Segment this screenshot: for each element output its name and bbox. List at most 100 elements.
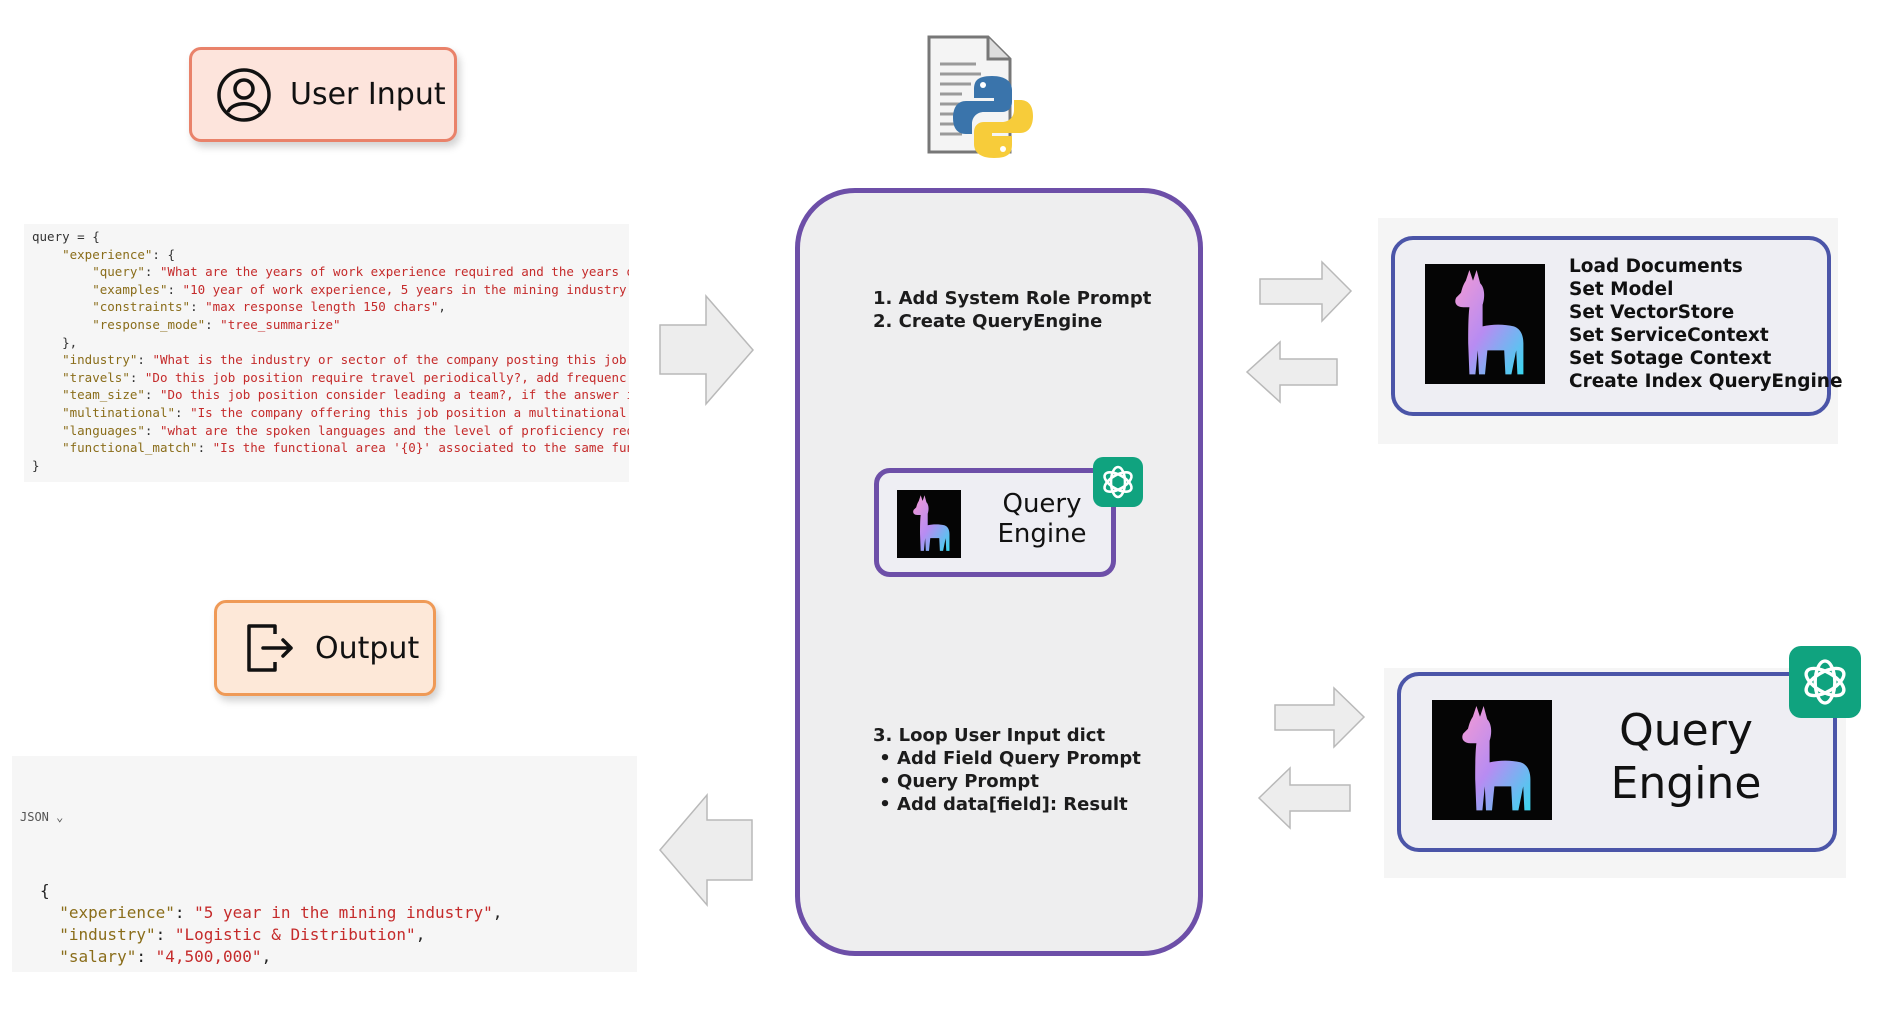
code-token: "travels": [62, 369, 130, 385]
code-token: :: [167, 281, 183, 297]
code-token: query = {: [32, 229, 100, 244]
code-token: [40, 903, 59, 922]
code-token: [32, 317, 92, 332]
code-token: "4,500,000": [155, 947, 262, 966]
code-token: ,: [271, 969, 281, 972]
code-line: {: [40, 880, 637, 902]
setup-item: Set VectorStore: [1569, 302, 1735, 323]
json-output-lines: { "experience": "5 year in the mining in…: [20, 880, 637, 972]
code-token: "Logistic & Distribution": [174, 925, 416, 944]
code-token: [32, 370, 62, 385]
code-token: "salary": [59, 947, 137, 966]
code-token: ,: [492, 903, 503, 922]
arrow-right-icon: [1274, 686, 1366, 749]
output-label: Output: [315, 630, 420, 666]
user-input-badge: User Input: [189, 47, 457, 142]
code-line: "experience": "5 year in the mining indu…: [40, 902, 637, 924]
query-engine-big-label: Query Engine: [1610, 705, 1762, 809]
llama-icon: [897, 490, 961, 558]
code-token: "query": [92, 264, 145, 280]
code-token: "team_size": [62, 387, 145, 403]
code-token: [32, 247, 62, 262]
code-token: [32, 264, 92, 279]
json-output-block: JSON ⌄ { "experience": "5 year in the mi…: [12, 756, 637, 972]
code-line: "industry": "What is the industry or sec…: [32, 351, 629, 369]
llama-icon: [1432, 700, 1552, 820]
code-token: [32, 299, 92, 314]
code-token: :: [204, 969, 223, 972]
setup-item: Set Model: [1569, 279, 1674, 300]
code-token: :: [144, 387, 160, 403]
code-line: "languages": "what are the spoken langua…: [32, 422, 629, 440]
code-token: :: [174, 903, 195, 922]
arrow-right-icon: [1259, 260, 1353, 323]
code-token: "experience": [62, 246, 153, 262]
code-token: [32, 352, 62, 367]
code-token: "Is the functional area '{0}' associated…: [212, 440, 629, 456]
code-token: "Is the company offering this job positi…: [190, 404, 627, 420]
code-token: "10 year of work experience, 5 years in …: [182, 281, 627, 297]
query-code-block: query = { "experience": { "query": "What…: [24, 224, 629, 482]
code-token: "experience": [59, 903, 175, 922]
llama-icon: [1425, 264, 1545, 384]
setup-item: Load Documents: [1569, 256, 1743, 277]
code-token: [40, 925, 59, 944]
index-setup-steps: Load Documents Set Model Set VectorStore…: [1569, 255, 1843, 393]
code-token: :: [197, 440, 213, 456]
code-token: "What are the years of work experience r…: [159, 264, 629, 280]
code-token: :: [137, 352, 153, 368]
code-token: :: [144, 422, 160, 438]
code-token: :: [155, 925, 175, 944]
code-token: :: [205, 316, 221, 332]
openai-icon: [1789, 646, 1861, 718]
setup-item: Set Sotage Context: [1569, 348, 1772, 369]
code-line: "functional_match": "Is the functional a…: [32, 439, 629, 457]
code-token: "industry": [62, 352, 138, 368]
code-token: "What is the industry or sector of the c…: [152, 352, 627, 368]
code-line: "constraints": "max response length 150 …: [32, 298, 629, 316]
code-token: [32, 387, 62, 402]
step-3: 3. Loop User Input dict: [873, 725, 1106, 746]
code-token: [32, 440, 62, 455]
code-token: :: [136, 947, 156, 966]
code-token: "Yes": [223, 969, 271, 972]
step-3-bullet-1: • Add Field Query Prompt: [873, 748, 1141, 769]
step-3-bullet-2: • Query Prompt: [873, 771, 1039, 792]
openai-icon: [1093, 457, 1143, 507]
user-icon: [217, 67, 271, 122]
code-token: "languages": [62, 422, 145, 438]
python-file-icon: [927, 35, 1033, 158]
code-line: "query": "What are the years of work exp…: [32, 263, 629, 281]
step-3-bullet-3: • Add data[field]: Result: [873, 794, 1128, 815]
arrow-left-icon: [1245, 340, 1338, 404]
setup-item: Create Index QueryEngine: [1569, 371, 1843, 392]
code-token: ,: [261, 947, 272, 966]
steps-top: 1. Add System Role Prompt 2. Create Quer…: [873, 287, 1151, 333]
code-token: },: [32, 334, 78, 350]
arrow-right-icon: [659, 293, 754, 407]
code-token: "5 year in the mining industry": [194, 903, 493, 922]
code-token: "multinational": [59, 969, 204, 972]
arrow-left-icon: [659, 792, 753, 908]
code-token: "response_mode": [92, 316, 206, 332]
code-token: "what are the spoken languages and the l…: [159, 422, 629, 438]
arrow-left-icon: [1257, 766, 1351, 830]
code-token: {: [40, 881, 50, 900]
code-token: }: [32, 457, 40, 473]
output-icon: [247, 624, 293, 672]
code-line: "multinational": "Is the company offerin…: [32, 404, 629, 422]
step-1: 1. Add System Role Prompt: [873, 288, 1152, 309]
code-line: "examples": "10 year of work experience,…: [32, 281, 629, 299]
code-token: [40, 947, 59, 966]
code-token: "constraints": [92, 299, 191, 315]
steps-bottom: 3. Loop User Input dict • Add Field Quer…: [873, 724, 1141, 816]
query-engine-small-label: Query Engine: [997, 489, 1087, 549]
json-label: JSON ⌄: [20, 810, 64, 824]
code-token: ,: [438, 299, 446, 315]
code-line: },: [32, 334, 629, 352]
output-badge: Output: [214, 600, 436, 696]
code-token: :: [144, 264, 160, 280]
step-2: 2. Create QueryEngine: [873, 311, 1103, 332]
code-token: "industry": [59, 925, 156, 944]
code-line: "multinational": "Yes",: [40, 968, 637, 972]
